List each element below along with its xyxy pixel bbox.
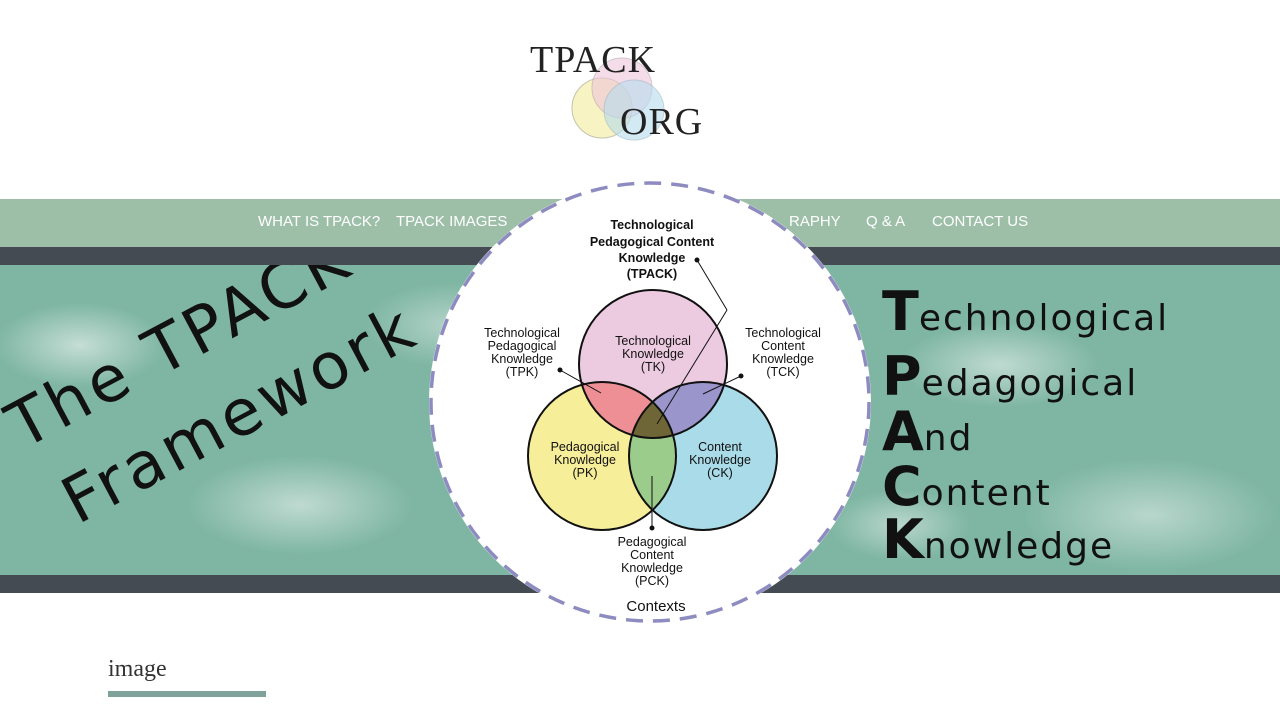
pck-label-4: (PCK) <box>635 574 669 588</box>
tk-label-3: (TK) <box>641 360 665 374</box>
acronym-line-t: Technological <box>882 280 1170 343</box>
logo-text-org: ORG <box>620 101 704 143</box>
tck-label-3: Knowledge <box>752 352 814 366</box>
tpack-label-1: Technological <box>610 218 693 232</box>
pk-label-3: (PK) <box>573 466 598 480</box>
nav-contact-us[interactable]: CONTACT US <box>932 213 1029 230</box>
tpack-org-logo[interactable]: TPACK ORG <box>520 30 730 150</box>
tpack-diagram: Technological Pedagogical Content Knowle… <box>427 176 873 628</box>
tpk-label-1: Technological <box>484 326 560 340</box>
tck-label-4: (TCK) <box>766 365 799 379</box>
tpk-label-4: (TPK) <box>506 365 539 379</box>
logo-text-tpack: TPACK <box>530 39 657 81</box>
tpack-venn-diagram: Technological Pedagogical Content Knowle… <box>429 181 871 623</box>
tpack-label-4: (TPACK) <box>627 267 677 281</box>
acronym-line-p: Pedagogical <box>882 345 1139 408</box>
contexts-dashed-circle <box>429 181 871 623</box>
tck-label-1: Technological <box>745 326 821 340</box>
tk-label-2: Knowledge <box>622 347 684 361</box>
tk-label-1: Technological <box>615 334 691 348</box>
ck-label-1: Content <box>698 440 742 454</box>
contexts-label: Contexts <box>626 598 685 615</box>
venn-logo-icon <box>571 57 665 141</box>
nav-what-is-tpack[interactable]: WHAT IS TPACK? <box>258 213 381 230</box>
pk-label-2: Knowledge <box>554 453 616 467</box>
ck-label-2: Knowledge <box>689 453 751 467</box>
tpack-label-3: Knowledge <box>619 251 686 265</box>
acronym-line-c: Content <box>882 455 1052 518</box>
pck-label-3: Knowledge <box>621 561 683 575</box>
acronym-line-k: Knowledge <box>882 508 1115 571</box>
caption-underline <box>108 691 266 697</box>
tck-label-2: Content <box>761 339 805 353</box>
pck-label-2: Content <box>630 548 674 562</box>
pck-label-1: Pedagogical <box>618 535 687 549</box>
image-caption: image <box>108 656 167 682</box>
pk-label-1: Pedagogical <box>551 440 620 454</box>
tpack-label-2: Pedagogical Content <box>590 235 715 249</box>
tpk-label-3: Knowledge <box>491 352 553 366</box>
tpk-label-2: Pedagogical <box>488 339 557 353</box>
acronym-line-a: And <box>882 400 974 463</box>
nav-q-and-a[interactable]: Q & A <box>866 213 906 230</box>
nav-tpack-images[interactable]: TPACK IMAGES <box>396 213 508 230</box>
nav-bibliography[interactable]: RAPHY <box>789 213 841 230</box>
ck-label-3: (CK) <box>707 466 733 480</box>
